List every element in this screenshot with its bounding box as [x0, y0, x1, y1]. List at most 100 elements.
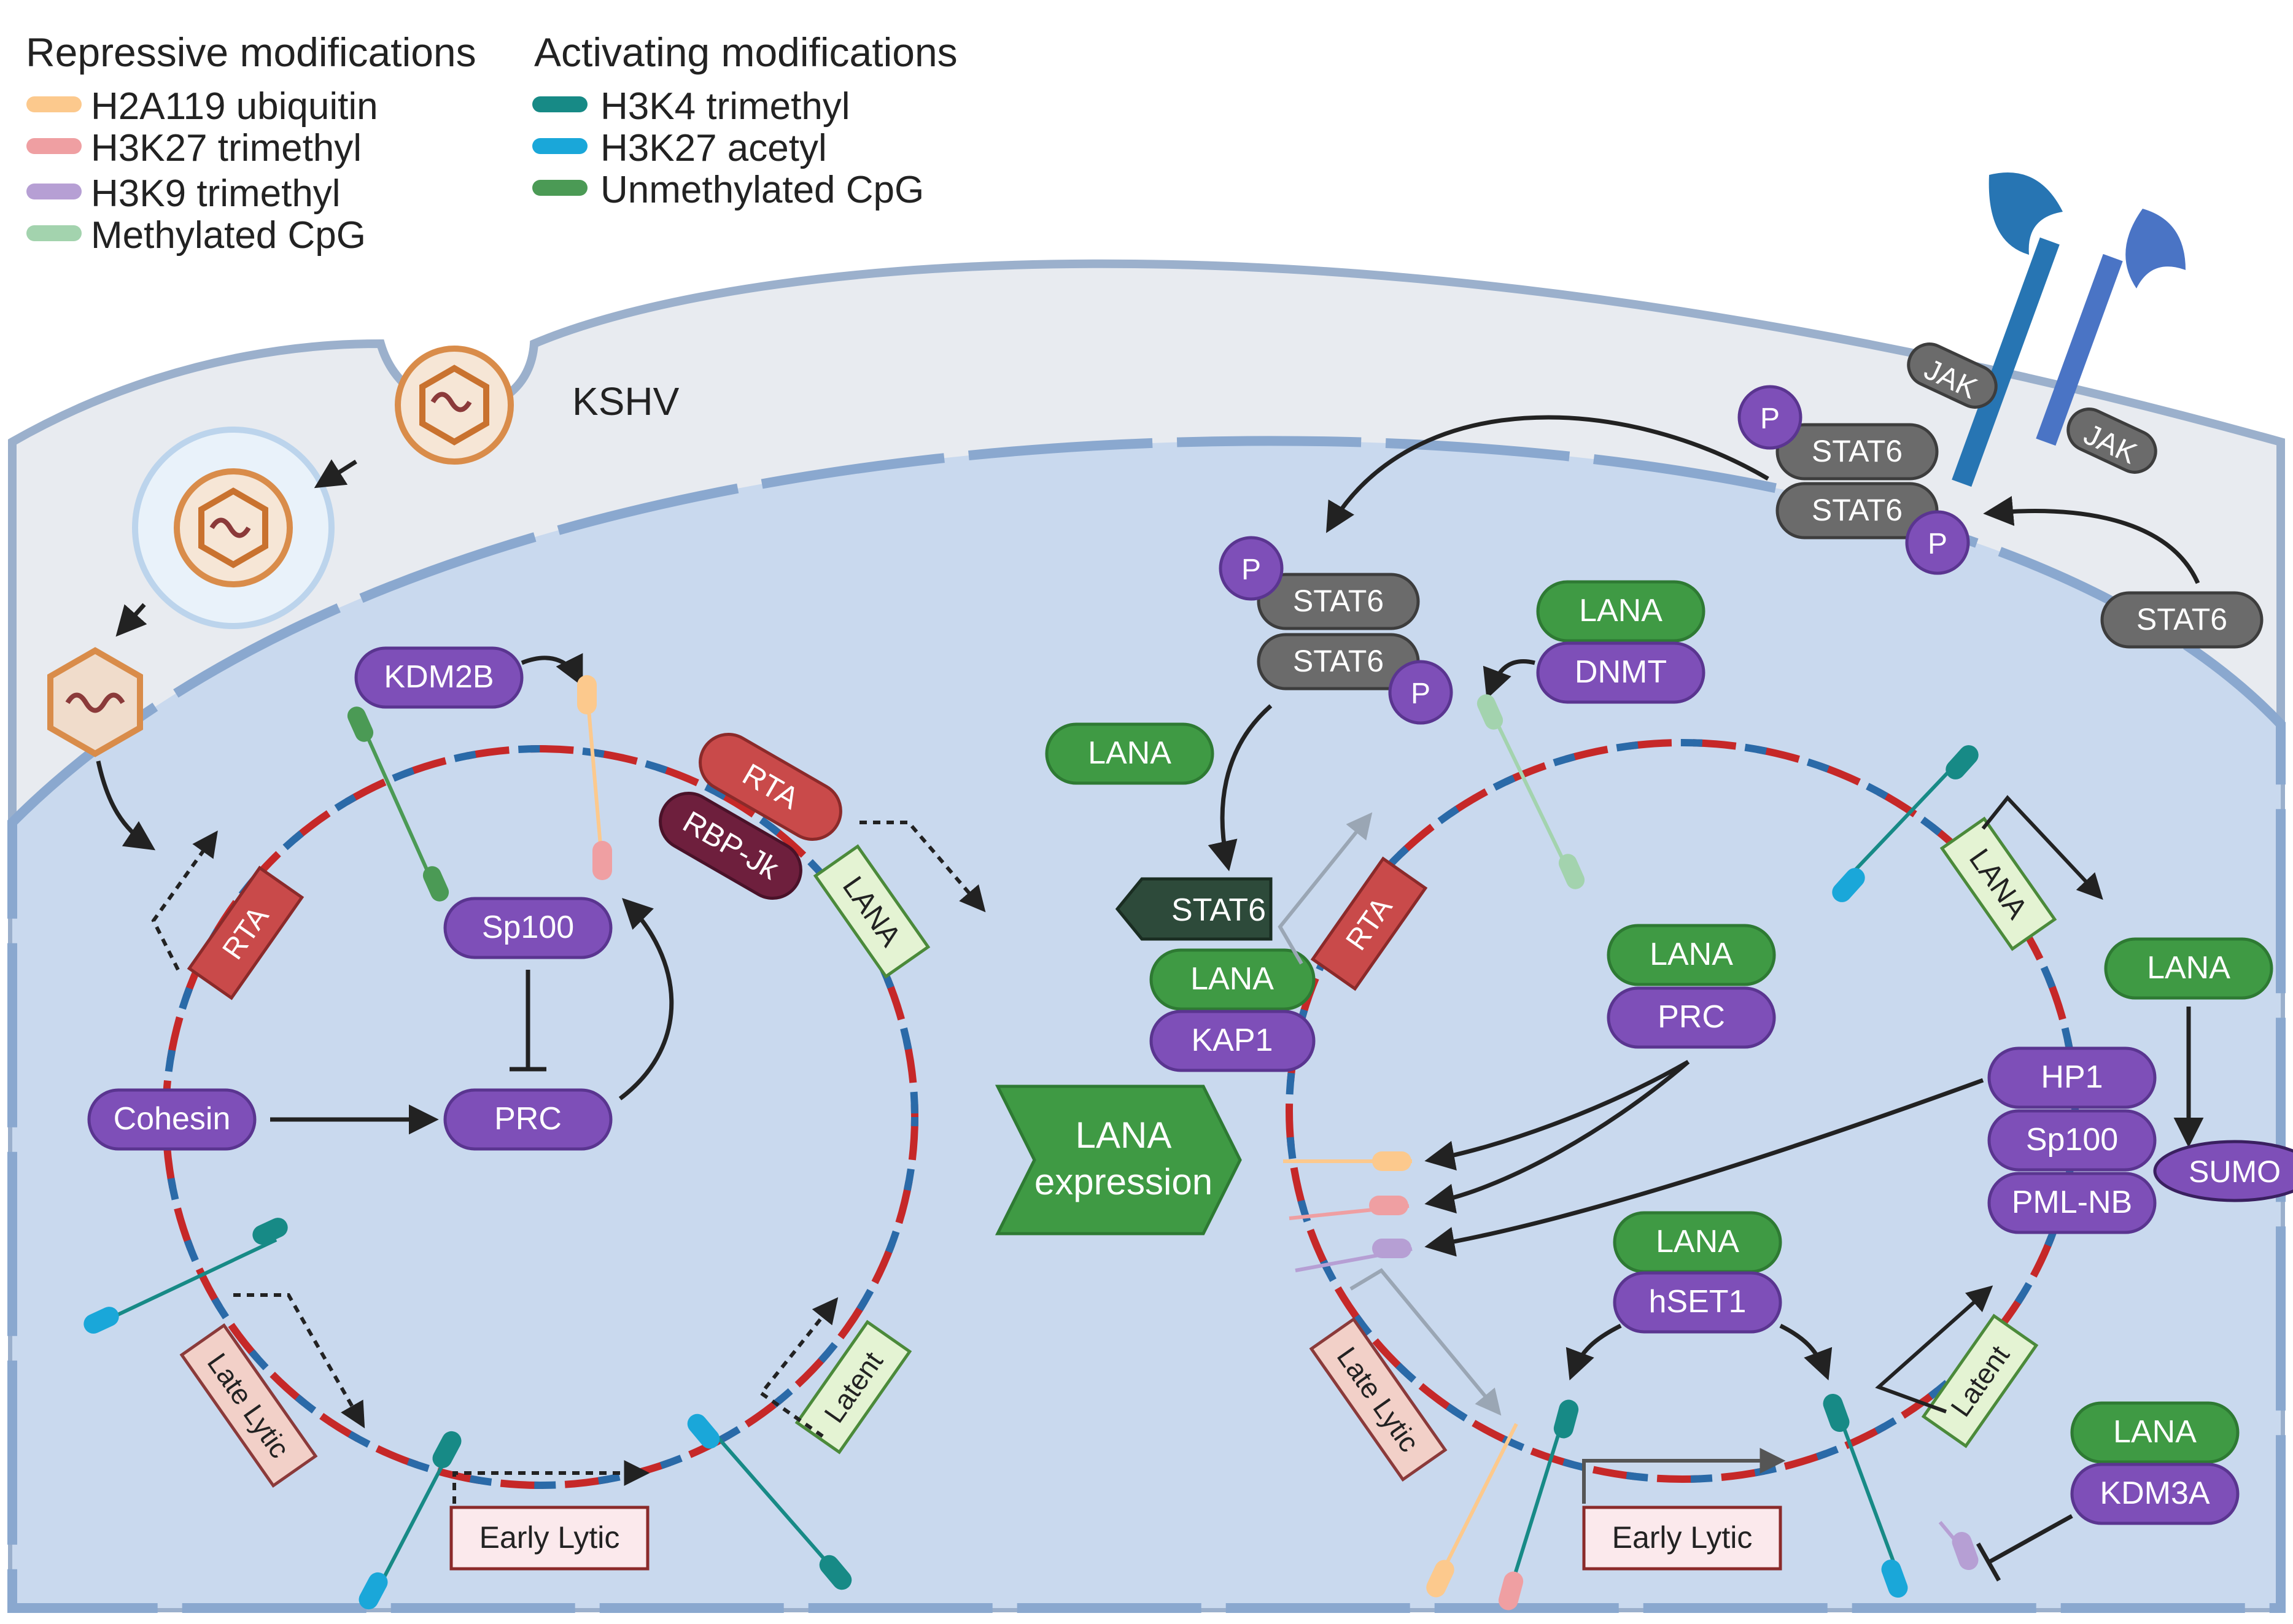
phospho-4: [1388, 660, 1453, 725]
kdm2b-label: KDM2B: [384, 659, 494, 695]
legend-activating-title: Activating modifications: [534, 29, 958, 75]
legend-h3k9me3-label: H3K9 trimethyl: [91, 172, 341, 215]
arrow-stat6-import: [1326, 415, 1769, 533]
arrow-rta-right: [1278, 812, 1373, 965]
arrow-late-lytic-right: [1349, 1268, 1502, 1416]
hset1-label: hSET1: [1649, 1284, 1747, 1320]
inhibit-kdm3a-bar: [1976, 1542, 2001, 1582]
kap1-box: [1149, 1010, 1316, 1072]
arrow-stat6-to-dna: [1208, 704, 1273, 872]
mark-methylated-cpg-right: [1476, 694, 1585, 889]
arrow-dnmt: [1483, 659, 1535, 700]
dnmt-label: DNMT: [1575, 654, 1667, 690]
prc-left-label: PRC: [494, 1101, 562, 1137]
pml-nb-label: PML-NB: [2012, 1185, 2132, 1220]
stat6-lower-nuclear-label: STAT6: [1293, 644, 1384, 678]
stat6-monomer-label: STAT6: [2136, 602, 2227, 636]
stat6-upper-membrane-label: STAT6: [1812, 434, 1903, 468]
arrow-latent-right: [1875, 1285, 1993, 1413]
arrow-late-lytic-left: [233, 1293, 365, 1429]
lana-sumo-lana-label: LANA: [2147, 950, 2230, 986]
sp100-right-box: [1987, 1109, 2157, 1172]
pml-nb-box: [1987, 1172, 2157, 1234]
arrow-latent-left: [758, 1297, 839, 1438]
sp100-left-label: Sp100: [482, 910, 574, 945]
legend: Repressive modifications Activating modi…: [26, 29, 958, 257]
arrow-early-lytic-left: [452, 1460, 650, 1504]
mark-k4-k27ac-left-2: [359, 1431, 462, 1610]
lana-kap1-lana-label: LANA: [1190, 961, 1274, 997]
lana-kap1-lana: [1149, 948, 1316, 1011]
mark-h2a119-left: [577, 675, 612, 880]
legend-repressive-title: Repressive modifications: [26, 29, 476, 75]
phospho-3: [1219, 536, 1284, 601]
rta-protein-left: RTA: [699, 733, 842, 841]
arrow-prc-histone: [618, 898, 674, 1100]
cohesin-label: Cohesin: [114, 1101, 231, 1137]
arrow-lana-left: [859, 821, 986, 913]
lana-dnmt-lana: [1536, 580, 1705, 643]
hp1-box: [1987, 1046, 2157, 1109]
gene-early-lytic-right-label: Early Lytic: [1612, 1520, 1753, 1555]
kap1-label: KAP1: [1192, 1023, 1273, 1058]
sumo-box: [2153, 1140, 2293, 1202]
legend-h3k4me3-label: H3K4 trimethyl: [600, 85, 850, 128]
mark-k4-k27ac-left-1: [83, 1218, 288, 1334]
mark-k4-k27ac-left-3: [687, 1413, 852, 1590]
stat6-upper-membrane: [1775, 423, 1939, 481]
legend-unmethylated-cpg-label: Unmethylated CpG: [600, 169, 924, 211]
legend-h2a119-label: H2A119 ubiquitin: [91, 85, 378, 128]
arrow-entry-2: [115, 603, 147, 637]
stat6-binding-site-label: STAT6: [1171, 892, 1266, 928]
lana-hset1-lana-label: LANA: [1656, 1224, 1739, 1259]
lana-free: [1045, 722, 1214, 785]
lana-expression-line1: LANA: [1076, 1115, 1172, 1156]
endosome: [132, 427, 335, 629]
phospho-2: [1905, 510, 1970, 575]
phospho-1: [1737, 385, 1802, 450]
mark-methylated-cpg-left: [347, 706, 449, 902]
prc-right-label: PRC: [1658, 999, 1725, 1035]
phospho-3-label: P: [1241, 554, 1261, 586]
sp100-left-box: [443, 897, 613, 959]
phospho-1-label: P: [1760, 403, 1780, 435]
lana-sumo-lana: [2104, 937, 2273, 1000]
legend-h3k27me3-label: H3K27 trimethyl: [91, 127, 362, 169]
lana-expression-line2: expression: [1034, 1161, 1212, 1202]
mark-k4-k27ac-right-1: [1832, 745, 1979, 902]
cohesin-box: [87, 1088, 257, 1151]
hp1-label: HP1: [2041, 1059, 2103, 1095]
cytokine-receptor: [1952, 172, 2186, 487]
arrow-hset1-right: [1779, 1323, 1833, 1381]
arrow-hset1-left: [1566, 1323, 1622, 1381]
lana-prc-lana-label: LANA: [1650, 937, 1733, 972]
gene-early-lytic-right: [1582, 1506, 1782, 1571]
jak-1: JAK: [1907, 342, 1998, 409]
arrow-prc-to-marks-2: [1424, 1060, 1690, 1214]
prc-left-box: [443, 1088, 613, 1151]
legend-h3k27ac-label: H3K27 acetyl: [600, 127, 827, 169]
inhibit-kdm3a: [1988, 1514, 2073, 1564]
stat6-upper-nuclear-label: STAT6: [1293, 584, 1384, 618]
arrow-lana-right: [1981, 795, 2103, 900]
stat6-binding-site: [1115, 877, 1273, 941]
lana-expression-arrow: LANA expression: [995, 1085, 1242, 1235]
stat6-monomer: [2100, 591, 2264, 649]
lana-kdm3a-lana-label: LANA: [2113, 1414, 2197, 1450]
capsid: [47, 647, 143, 757]
sumo-label: SUMO: [2189, 1154, 2281, 1189]
arrow-entry-1: [314, 459, 357, 489]
kshv-label: KSHV: [572, 379, 680, 423]
mark-repressive-cluster-right: [1283, 1151, 1413, 1272]
phospho-4-label: P: [1411, 678, 1430, 710]
stat6-lower-membrane-label: STAT6: [1812, 493, 1903, 527]
gene-early-lytic-left-label: Early Lytic: [479, 1520, 620, 1555]
sp100-right-label: Sp100: [2026, 1122, 2118, 1158]
stat6-upper-nuclear: [1257, 573, 1420, 630]
arrow-kdm2b: [521, 652, 583, 687]
phospho-2-label: P: [1928, 528, 1947, 560]
lana-dnmt-lana-label: LANA: [1579, 593, 1663, 628]
mark-right-bottom-left: [1426, 1399, 1579, 1610]
gene-early-lytic-left: [449, 1506, 650, 1571]
prc-right-box: [1607, 986, 1776, 1049]
